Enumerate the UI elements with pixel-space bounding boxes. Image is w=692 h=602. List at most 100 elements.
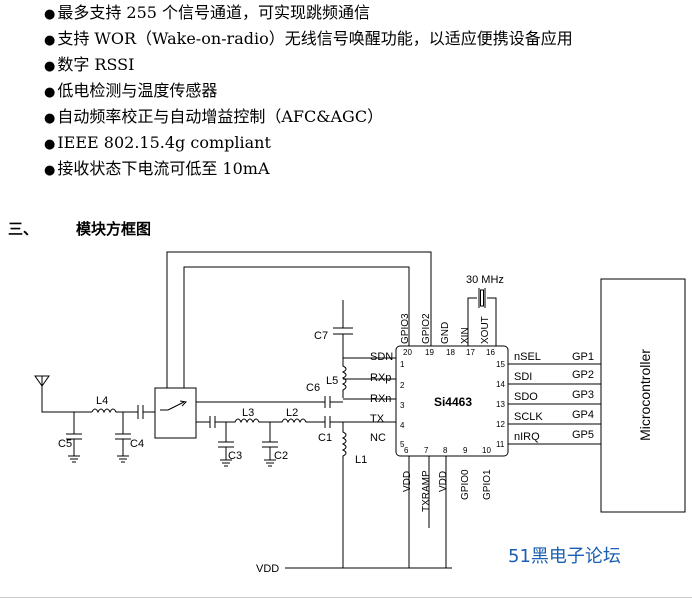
watermark: 51黑电子论坛	[508, 546, 621, 567]
pin-nsel-label: nSEL	[514, 351, 541, 363]
c5-label: C5	[58, 438, 72, 450]
l2-label: L2	[286, 407, 298, 419]
feature-list: ●最多支持 255 个信号通道，可实现跳频通信 ●支持 WOR（Wake-on-…	[44, 0, 573, 182]
antenna-feed	[41, 376, 92, 413]
l4-inductor	[91, 408, 138, 414]
bullet-icon: ●	[44, 33, 56, 48]
antenna-icon	[34, 375, 50, 387]
bullet-icon: ●	[44, 137, 56, 152]
gp3-label: GP3	[572, 389, 594, 401]
pin-num-18: 18	[446, 348, 455, 357]
pin-num-9: 9	[463, 446, 468, 455]
pin-num-2: 2	[400, 381, 405, 390]
c3-to-ground	[218, 422, 234, 467]
crystal-label: 30 MHz	[466, 274, 504, 286]
pin-vdd8-label: VDD	[438, 471, 449, 492]
pin-num-16: 16	[486, 348, 495, 357]
l5-inductor	[341, 358, 347, 398]
pin-sdi-label: SDI	[514, 371, 532, 383]
c2-label: C2	[274, 450, 288, 462]
pin-sdo-label: SDO	[514, 391, 538, 403]
pin-num-1: 1	[400, 360, 405, 369]
section-number: 三、	[8, 220, 39, 238]
pin-tx-label: TX	[370, 413, 385, 425]
pin-gpio1-label: GPIO1	[482, 469, 493, 500]
chip-name: Si4463	[434, 395, 472, 409]
c3-label: C3	[228, 450, 242, 462]
microcontroller-label: Microcontroller	[637, 349, 653, 441]
bullet-icon: ●	[44, 7, 56, 22]
pin-num-3: 3	[400, 401, 405, 410]
bullet-icon: ●	[44, 163, 56, 178]
pin-gpio3-label: GPIO3	[400, 313, 411, 344]
pin-num-19: 19	[425, 348, 434, 357]
pin-nc-label: NC	[370, 432, 386, 444]
pin-num-7: 7	[424, 446, 429, 455]
feature-item: ●数字 RSSI	[44, 55, 135, 74]
c6-label: C6	[306, 382, 320, 394]
pin-nirq-label: nIRQ	[514, 431, 540, 443]
crystal-plates	[478, 288, 486, 308]
pin-sdn-label: SDN	[370, 351, 393, 363]
feature-item: ●IEEE 802.15.4g compliant	[44, 133, 271, 152]
feature-item: ●低电检测与温度传感器	[44, 81, 218, 100]
c6-capacitor	[324, 396, 331, 408]
pin-gpio0-label: GPIO0	[460, 469, 471, 500]
c7-label: C7	[314, 330, 328, 342]
antenna-coupling-cap	[137, 405, 155, 419]
pin-num-20: 20	[403, 348, 412, 357]
l1-label: L1	[355, 454, 367, 466]
microcontroller-box	[600, 278, 686, 513]
pin-num-12: 12	[496, 420, 505, 429]
rf-switch-arm	[160, 401, 185, 411]
pin-num-6: 6	[404, 446, 409, 455]
vdd-label: VDD	[256, 563, 279, 575]
c4-label: C4	[130, 438, 144, 450]
l3-l2-inductors	[215, 418, 325, 424]
pin-vdd6-label: VDD	[402, 471, 413, 492]
tx-coupling-cap	[209, 416, 216, 428]
pin-num-14: 14	[496, 380, 505, 389]
pin-gnd-label: GND	[440, 322, 451, 344]
feature-item: ●自动频率校正与自动增益控制（AFC&AGC）	[44, 107, 384, 126]
vdd-pin-wires	[408, 456, 447, 568]
si4463-chip	[395, 345, 509, 457]
gp1-label: GP1	[572, 351, 594, 363]
c5-to-ground	[66, 412, 82, 463]
l3-label: L3	[242, 407, 254, 419]
feature-item: ●最多支持 255 个信号通道，可实现跳频通信	[44, 3, 371, 22]
feature-item: ●接收状态下电流可低至 10mA	[44, 159, 270, 178]
c2-to-ground	[262, 422, 278, 467]
c1-capacitor	[324, 416, 331, 428]
feature-item: ●支持 WOR（Wake-on-radio）无线信号唤醒功能，以适应便携设备应用	[44, 29, 573, 48]
l4-label: L4	[96, 395, 108, 407]
pin-txramp-label: TXRAMP	[421, 470, 432, 512]
rf-switch	[154, 387, 197, 439]
gp4-label: GP4	[572, 409, 594, 421]
pin-xin-label: XIN	[460, 327, 471, 344]
pin-rxp-label: RXp	[370, 372, 391, 384]
crystal-icon	[480, 289, 484, 307]
gpio3-wire	[183, 266, 410, 388]
section-heading: 三、 模块方框图	[8, 218, 151, 239]
l5-label: L5	[326, 375, 338, 387]
pin-sclk-label: SCLK	[514, 411, 543, 423]
spi-bus-lines	[508, 363, 601, 445]
rf-switch-arrow-icon	[179, 400, 188, 407]
pin-num-10: 10	[482, 446, 491, 455]
pin-num-5: 5	[400, 440, 405, 449]
pin-num-13: 13	[496, 400, 505, 409]
pin-num-15: 15	[496, 360, 505, 369]
gp5-label: GP5	[572, 429, 594, 441]
section-title: 模块方框图	[76, 220, 152, 238]
bullet-icon: ●	[44, 111, 56, 126]
c4-to-ground	[115, 412, 131, 463]
pin-num-8: 8	[443, 446, 448, 455]
pin-num-4: 4	[400, 421, 405, 430]
l1-inductor	[341, 422, 347, 568]
pin-num-17: 17	[466, 348, 475, 357]
pin-num-11: 11	[496, 440, 505, 449]
page-divider	[0, 597, 692, 598]
gp2-label: GP2	[572, 369, 594, 381]
